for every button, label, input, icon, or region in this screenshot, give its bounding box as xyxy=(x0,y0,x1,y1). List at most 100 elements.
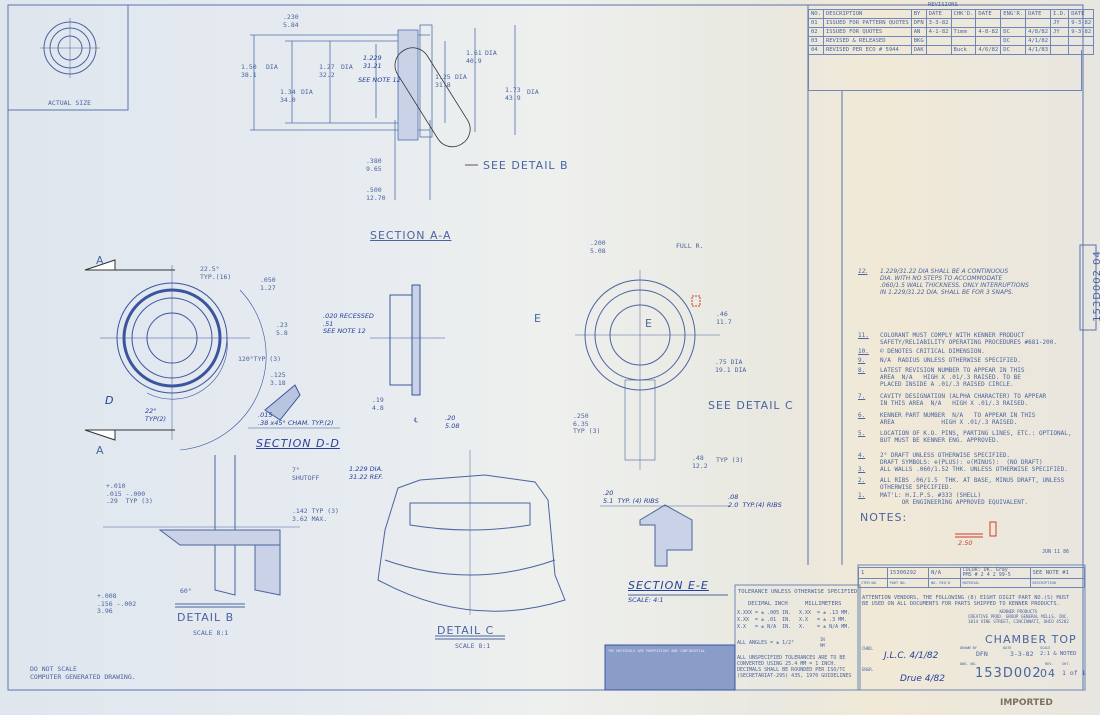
revision-number: 04 xyxy=(1040,667,1056,680)
note-text: 2° DRAFT UNLESS OTHERWISE SPECIFIED. DRA… xyxy=(880,452,1043,466)
note-item: 6.KENNER PART NUMBER N/A TO APPEAR IN TH… xyxy=(858,412,1078,426)
note-number: 10. xyxy=(858,348,869,355)
revision-cell: Timm xyxy=(950,27,977,37)
header-cell: I.D. xyxy=(1050,9,1070,19)
header-cell: DATE xyxy=(1068,9,1095,19)
detail-c-scale: SCALE 8:1 xyxy=(455,642,491,650)
dim-1229-ref: 1.229 DIA. 31.22 REF. xyxy=(349,465,384,481)
dim-20: .20 5.08 xyxy=(445,414,460,430)
full-r-label: FULL R. xyxy=(676,242,704,250)
section-marker-e-left: E xyxy=(534,312,542,325)
actual-size-box xyxy=(7,4,129,111)
dim-22-5-deg: 22.5° TYP.(16) xyxy=(200,265,232,281)
dim-120-deg: 120°TYP (3) xyxy=(238,355,282,363)
dim-050: .050 1.27 xyxy=(260,276,276,292)
section-dd-drawing xyxy=(248,384,340,429)
parts-list-table: 1 15300292 N/A COLOR: DK. Gray PMS # 2 4… xyxy=(858,567,1085,588)
section-marker-a-top: A xyxy=(96,254,105,267)
actual-size-part-icon xyxy=(40,18,100,78)
note-item: 3.ALL WALLS .060/1.52 THK. UNLESS OTHERW… xyxy=(858,466,1078,473)
material: COLOR: DK. Gray PMS # 2 4 2 99-5 xyxy=(959,567,1031,579)
dim-dia: DIA xyxy=(455,73,467,81)
header-cell: PART NO. xyxy=(886,578,930,588)
note-text: MAT'L: H.I.P.S. #333 (SHELL) OR ENGINEER… xyxy=(880,492,1029,506)
header-cell: DATE xyxy=(1025,9,1052,19)
revision-cell: ISSUED FOR PATTERN QUOTES xyxy=(822,18,912,28)
revision-cell: 9-3-82 xyxy=(1068,18,1095,28)
note-item: 12.1.229/31.22 DIA SHALL BE A CONTINUOUS… xyxy=(858,268,1078,296)
revision-cell: 01 xyxy=(808,18,824,28)
note-item: 7.CAVITY DESIGNATION (ALPHA CHARACTER) T… xyxy=(858,393,1078,407)
dim-dia: DIA xyxy=(341,63,353,71)
section-ee-scale: SCALE: 4:1 xyxy=(628,596,664,604)
dim-19: .19 4.8 xyxy=(372,396,384,412)
header-cell: ENG'R. xyxy=(1000,9,1027,19)
revision-cell: 4-8-82 xyxy=(975,27,1002,37)
red-gate-mark xyxy=(955,521,997,538)
dim-127: 1.27 32.2 xyxy=(319,63,335,79)
note-number: 3. xyxy=(858,466,866,473)
note-text: N/A RADIUS UNLESS OTHERWISE SPECIFIED. xyxy=(880,357,1021,364)
note-item: 9.N/A RADIUS UNLESS OTHERWISE SPECIFIED. xyxy=(858,357,1078,364)
revision-cell xyxy=(950,18,977,28)
dim-200: .200 5.08 xyxy=(590,239,606,255)
detail-c-title: DETAIL C xyxy=(437,624,495,637)
tol-angles: ALL ANGLES = ± 1/2° xyxy=(737,640,795,646)
note-item: 1. MAT'L: H.I.P.S. #333 (SHELL) OR ENGINE… xyxy=(858,492,1078,506)
dim-380: .380 9.65 xyxy=(366,157,382,173)
note-item: 4.2° DRAFT UNLESS OTHERWISE SPECIFIED. D… xyxy=(858,452,1078,466)
revision-cell: AN xyxy=(910,27,927,37)
dim-20-ribs: .20 5.1 TYP. (4) RIBS xyxy=(603,489,659,505)
scale-label: SCALE xyxy=(1040,646,1051,650)
recessed-note: .020 RECESSED .51 SEE NOTE 12 xyxy=(323,312,374,335)
detail-b-scale: SCALE 8:1 xyxy=(193,629,229,637)
revision-cell: 02 xyxy=(808,27,824,37)
revision-cell xyxy=(975,18,1002,28)
drawing-number: 153D002 xyxy=(975,666,1042,681)
note-text: LATEST REVISION NUMBER TO APPEAR IN THIS… xyxy=(880,367,1025,388)
signature-1: J.L.C. 4/1/82 xyxy=(884,651,939,661)
note-item: 2.ALL RIBS .06/1.5 THK. AT BASE, MINUS D… xyxy=(858,477,1078,491)
dim-250: .250 6.35 TYP (3) xyxy=(573,412,601,435)
part-name: CHAMBER TOP xyxy=(985,633,1077,646)
revision-cell: REVISED & RELEASED xyxy=(822,36,912,46)
dim-dia: DIA xyxy=(527,88,539,96)
proprietary-text: THE MATERIALS ARE PROPRIETARY AND CONFID… xyxy=(608,649,705,653)
actual-size-label: ACTUAL SIZE xyxy=(48,99,92,107)
qty: N/A xyxy=(928,567,961,579)
tol-inch-row: X.X = ± N/A IN. xyxy=(737,624,792,630)
rev-label: REV. xyxy=(1045,662,1054,666)
revision-cell: REVISED PER ECO # 5944 xyxy=(822,45,912,55)
tol-mm-row: X.X = ± .3 MM. xyxy=(799,617,848,623)
dim-75-dia: .75 DIA 19.1 DIA xyxy=(715,358,747,374)
dim-48: .48 12.2 xyxy=(692,454,708,470)
note-number: 6. xyxy=(858,412,866,419)
engr-label: ENGR. xyxy=(862,667,875,672)
dim-156: +.008 .156 -.002 3.96 xyxy=(97,592,137,615)
revision-cell xyxy=(1000,18,1027,28)
revision-cell: ISSUED FOR QUOTES xyxy=(822,27,912,37)
header-cell: DESCRIPTION xyxy=(822,9,912,19)
header-cell: DESCRIPTION xyxy=(1029,578,1085,588)
revision-cell: DC xyxy=(1000,36,1027,46)
revision-cell xyxy=(1025,18,1052,28)
tol-inch-row: X.XXX = ± .005 IN. xyxy=(737,610,792,616)
note-number: 1. xyxy=(858,492,866,499)
revision-cell xyxy=(925,36,952,46)
note-number: 5. xyxy=(858,430,866,437)
dim-150: 1.50 38.1 xyxy=(241,63,257,79)
dim-161: 1.61 40.9 xyxy=(466,49,482,65)
footer-note: DO NOT SCALE COMPUTER GENERATED DRAWING. xyxy=(30,665,136,681)
part-no: 15300292 xyxy=(886,567,930,579)
typ-3-label: TYP (3) xyxy=(716,456,744,464)
parts-list-row: 1 15300292 N/A COLOR: DK. Gray PMS # 2 4… xyxy=(858,567,1085,579)
dim-dia: DIA xyxy=(485,49,497,57)
note-item: 5.LOCATION OF K.O. PINS, PARTING LINES, … xyxy=(858,430,1078,444)
drawing-date: 3-3-82 xyxy=(1010,650,1034,658)
revisions-table: NO. DESCRIPTION BY DATE CHK'D. DATE ENG'… xyxy=(808,9,1095,55)
revision-cell xyxy=(975,36,1002,46)
drawn-by: DFN xyxy=(976,650,988,658)
checked-label: CHKD. xyxy=(862,646,875,651)
